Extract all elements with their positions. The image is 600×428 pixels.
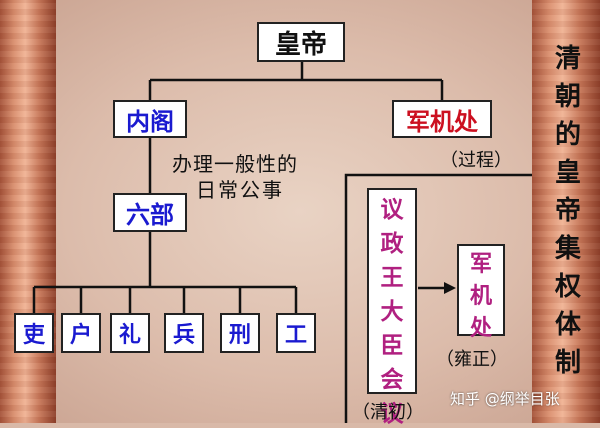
right-scroll-roller [532, 0, 600, 423]
side-title-char: 皇 [554, 158, 581, 188]
council-char: 政 [380, 231, 404, 257]
side-title-char: 帝 [554, 196, 581, 226]
liubu-label: 六部 [126, 201, 174, 229]
ministry-xing-box: 刑 [220, 313, 260, 353]
junji-vertical-box: 军 机 处 [457, 244, 505, 341]
ministry-li2-box: 礼 [110, 313, 150, 353]
council-period-label: （清初） [352, 402, 424, 423]
ministry-bing-box: 兵 [164, 313, 204, 353]
neige-label: 内阁 [126, 107, 174, 136]
watermark: 知乎 @纲举目张 [450, 390, 560, 408]
council-char: 臣 [380, 333, 404, 359]
side-title: 清 朝 的 皇 帝 集 权 体 制 [550, 40, 586, 382]
ministry-label: 工 [284, 323, 307, 348]
duty-text-line2: 日常公事 [196, 178, 284, 202]
junji-period-label: （雍正） [436, 349, 508, 370]
side-title-char: 清 [554, 44, 581, 74]
ministry-hu-box: 户 [61, 313, 101, 353]
ministry-label: 吏 [22, 323, 45, 348]
council-char: 王 [380, 265, 404, 291]
ministry-gong-box: 工 [276, 313, 316, 353]
liubu-box: 六部 [113, 193, 187, 232]
junji-char: 处 [469, 316, 492, 341]
side-title-char: 朝 [554, 82, 581, 112]
council-char: 议 [380, 401, 404, 427]
side-title-char: 集 [554, 234, 581, 264]
council-char: 议 [380, 197, 404, 223]
junji-char: 军 [469, 252, 492, 277]
ministry-li-box: 吏 [14, 313, 54, 353]
council-char: 大 [380, 299, 404, 325]
neige-box: 内阁 [113, 100, 187, 138]
side-title-char: 体 [554, 310, 581, 340]
side-title-char: 制 [554, 348, 581, 378]
council-box: 议 政 王 大 臣 会 议 [367, 188, 417, 427]
junji-char: 机 [469, 284, 492, 309]
side-title-char: 的 [554, 120, 581, 150]
ministry-label: 刑 [228, 323, 251, 348]
ministry-label: 礼 [118, 323, 141, 348]
emperor-box: 皇帝 [257, 22, 345, 62]
duty-text-line1: 办理一般性的 [172, 152, 298, 176]
ministry-label: 户 [69, 323, 92, 348]
ministry-label: 兵 [172, 323, 195, 348]
process-label: （过程） [440, 150, 512, 171]
council-char: 会 [380, 367, 404, 393]
junjichu-label: 军机处 [406, 107, 478, 136]
emperor-label: 皇帝 [274, 29, 327, 60]
junjichu-box: 军机处 [392, 100, 492, 138]
side-title-char: 权 [554, 272, 581, 302]
